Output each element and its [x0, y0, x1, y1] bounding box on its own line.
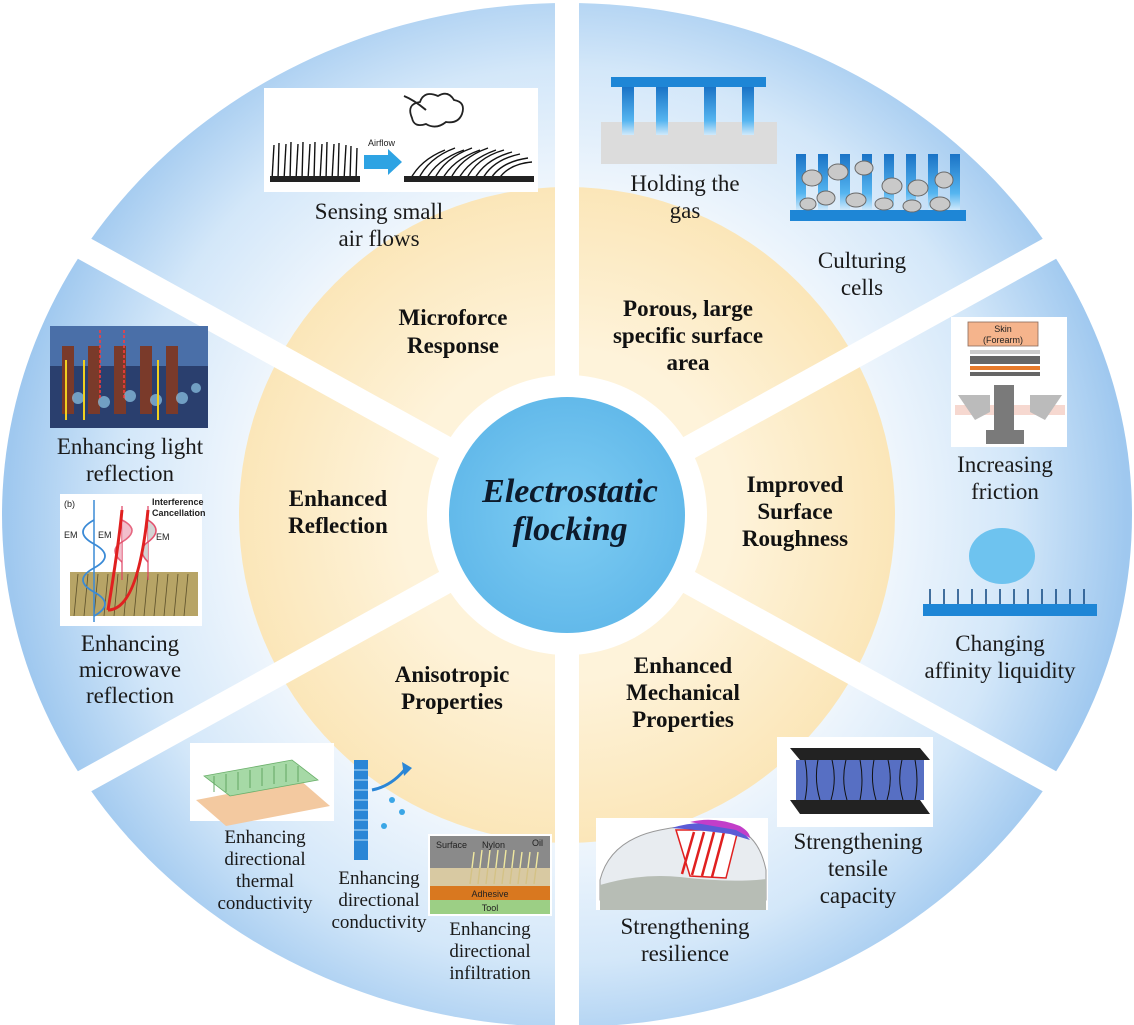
inset-affinity [923, 528, 1097, 616]
property-mechanical: Enhanced Mechanical Properties [626, 653, 740, 732]
airflow-arrow-label: Airflow [368, 138, 396, 148]
app-label: Increasing [957, 452, 1053, 477]
app-label: directional [224, 849, 305, 870]
interference-label: Interference [152, 497, 204, 507]
property-label: Anisotropic [395, 662, 510, 687]
panel-b-label: (b) [64, 499, 75, 509]
property-label: Porous, large [623, 296, 753, 321]
app-label: gas [670, 198, 701, 223]
property-label: Improved [747, 472, 844, 497]
app-label: reflection [86, 461, 175, 486]
app-label: infiltration [449, 963, 531, 984]
app-label: thermal [236, 871, 294, 892]
property-label: Reflection [288, 513, 388, 538]
property-label: Surface [757, 499, 832, 524]
property-label: Properties [401, 689, 503, 714]
tool-label: Tool [482, 903, 499, 913]
inset-light [50, 326, 208, 428]
inset-gas [601, 77, 777, 164]
app-label: directional [338, 890, 419, 911]
em-label: EM [98, 530, 112, 540]
app-label: Enhancing light [57, 434, 204, 459]
inset-resilience [596, 818, 768, 910]
property-microforce: Microforce Response [399, 305, 508, 358]
inset-conductivity [354, 760, 412, 860]
app-label: Strengthening [793, 829, 923, 854]
property-label: Microforce [399, 305, 508, 330]
property-reflection: Enhanced Reflection [288, 486, 388, 538]
skin-label: (Forearm) [983, 335, 1023, 345]
app-label: resilience [641, 941, 729, 966]
center-title-line2: flocking [512, 511, 627, 548]
em-label: EM [64, 530, 78, 540]
inset-infiltration: Surface Nylon Oil Adhesive Tool [428, 834, 552, 916]
inset-airflow: Airflow [264, 88, 538, 192]
property-roughness: Improved Surface Roughness [742, 472, 848, 551]
surface-label: Surface [436, 840, 467, 850]
nylon-label: Nylon [482, 840, 505, 850]
app-label: reflection [86, 683, 175, 708]
property-label: Mechanical [626, 680, 740, 705]
property-label: Response [407, 333, 499, 358]
app-label: conductivity [332, 912, 427, 933]
app-label: friction [971, 479, 1039, 504]
inset-microwave: (b) Interference Cancellation EM EM EM [60, 494, 206, 626]
property-porous: Porous, large specific surface area [613, 296, 763, 375]
app-label: directional [449, 941, 530, 962]
center-circle [449, 397, 685, 633]
inset-cells [790, 154, 966, 221]
inset-thermal [190, 743, 334, 826]
app-label: Strengthening [620, 914, 750, 939]
oil-label: Oil [532, 838, 543, 848]
app-label: Holding the [630, 171, 739, 196]
app-label: air flows [338, 226, 419, 251]
property-label: Roughness [742, 526, 848, 551]
property-label: area [666, 350, 710, 375]
app-label: Enhancing [81, 631, 180, 656]
adhesive-label: Adhesive [471, 889, 508, 899]
center-title-line1: Electrostatic [481, 473, 658, 510]
app-label: microwave [79, 657, 181, 682]
property-label: specific surface [613, 323, 763, 348]
app-label: Sensing small [315, 199, 443, 224]
app-label: capacity [820, 883, 897, 908]
property-anisotropic: Anisotropic Properties [395, 662, 510, 714]
property-label: Enhanced [634, 653, 733, 678]
app-label: Changing [955, 631, 1045, 656]
inset-tensile [777, 737, 933, 827]
app-label: conductivity [218, 893, 313, 914]
em-label: EM [156, 532, 170, 542]
app-label: Enhancing [338, 868, 420, 889]
skin-label: Skin [994, 324, 1012, 334]
app-label: tensile [828, 856, 888, 881]
interference-label: Cancellation [152, 508, 206, 518]
property-label: Enhanced [289, 486, 388, 511]
app-label: Enhancing [449, 919, 531, 940]
app-label: cells [841, 275, 883, 300]
inset-friction: Skin (Forearm) [951, 317, 1067, 447]
app-label: Enhancing [224, 827, 306, 848]
app-label: Culturing [818, 248, 907, 273]
app-label: affinity liquidity [925, 658, 1076, 683]
property-label: Properties [632, 707, 734, 732]
